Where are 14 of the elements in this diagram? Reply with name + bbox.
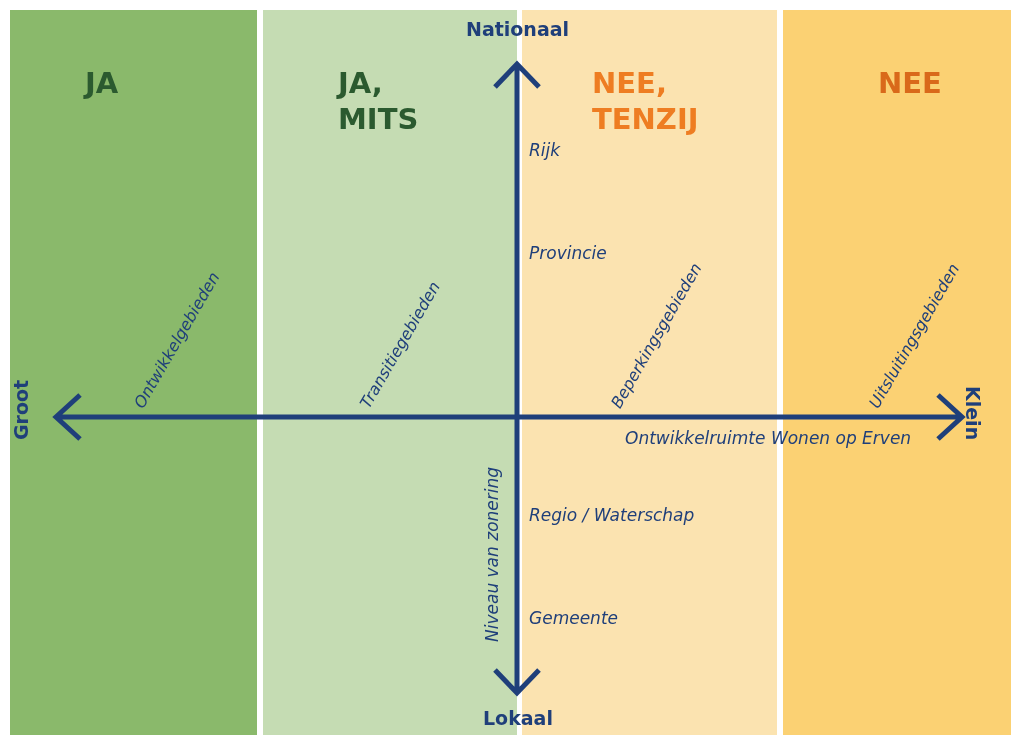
axis-label: Provincie bbox=[529, 243, 607, 263]
axis-end-label: Groot bbox=[10, 379, 32, 440]
zone-heading: JA, MITS bbox=[338, 65, 420, 137]
zone-heading: NEE, TENZIJ bbox=[592, 65, 700, 137]
axis-label: Gemeente bbox=[529, 608, 618, 628]
zone-band bbox=[10, 10, 257, 735]
axis-end-label: Nationaal bbox=[466, 18, 570, 40]
axis-end-label: Klein bbox=[962, 386, 984, 441]
axis-end-label: Lokaal bbox=[483, 707, 553, 729]
zone-heading: NEE bbox=[878, 65, 943, 101]
axis-label: Rijk bbox=[529, 140, 561, 160]
zone-heading: JA bbox=[85, 65, 120, 101]
axis-label: Niveau van zonering bbox=[482, 466, 502, 642]
axis-label: Regio / Waterschap bbox=[529, 505, 695, 525]
